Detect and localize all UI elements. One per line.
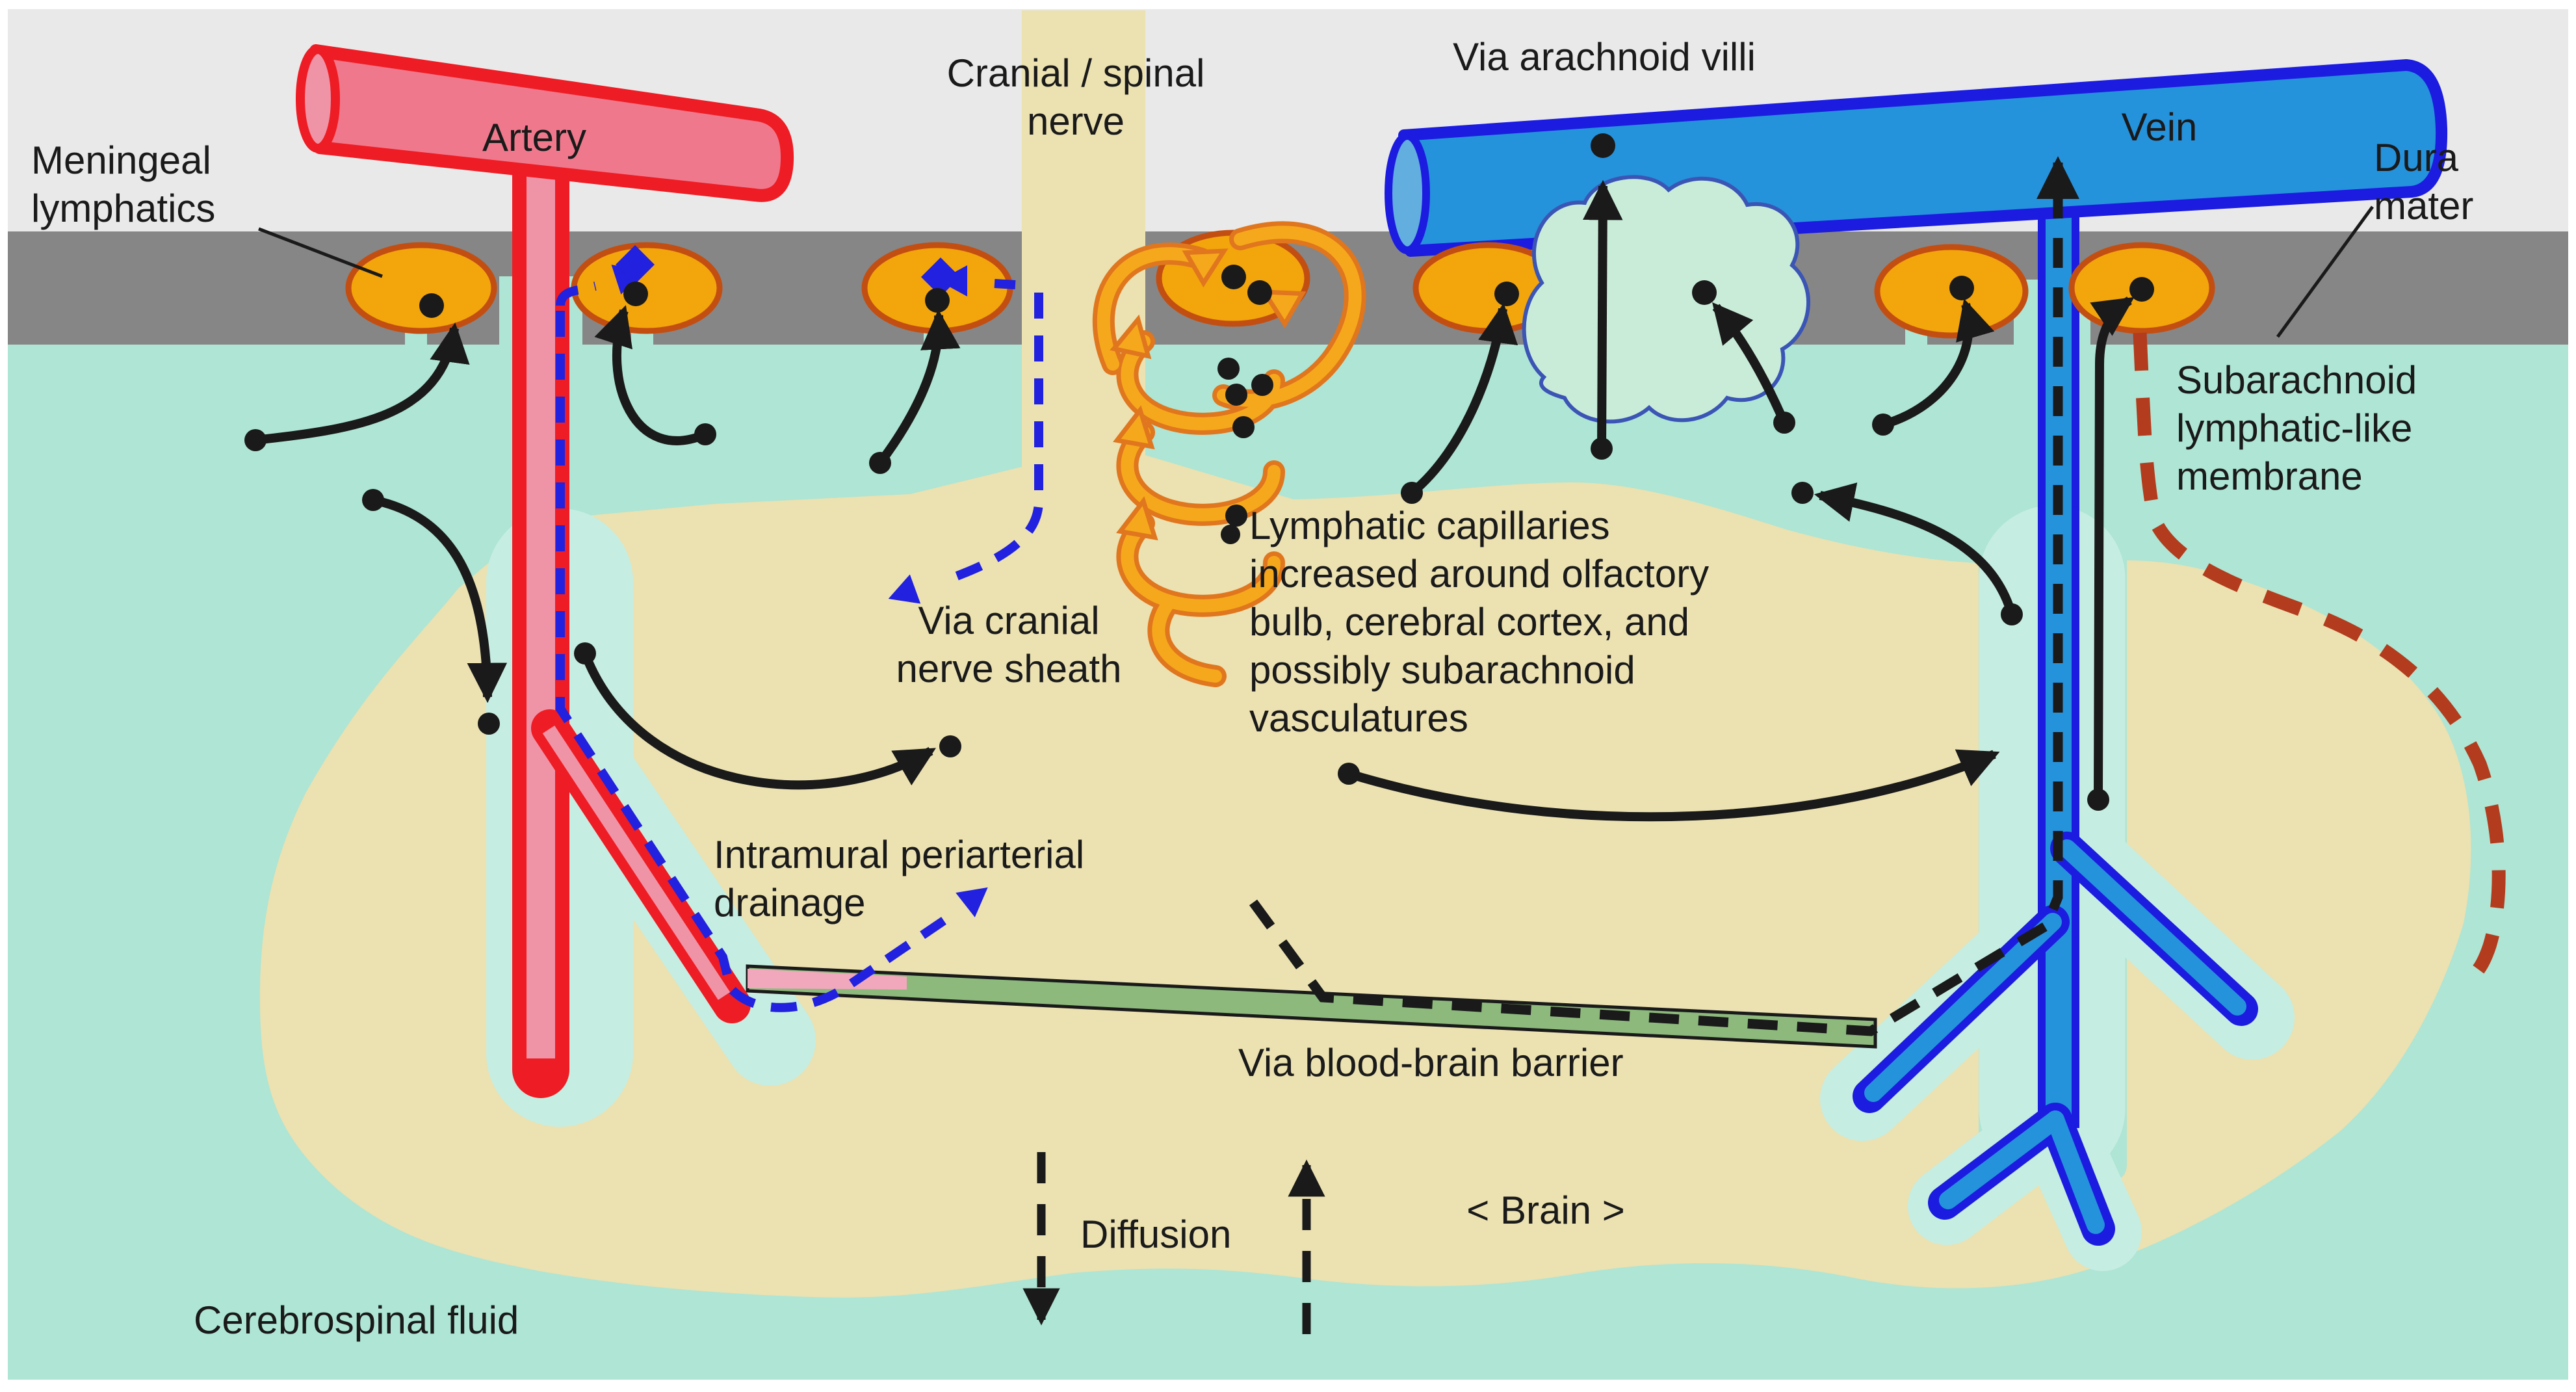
artery-tube [309,44,794,202]
label-slym: Subarachnoid lymphatic-like membrane [2176,358,2417,498]
label-meningeal-lymphatics: Meningeal lymphatics [31,138,216,230]
swirl-arrowheads [1110,248,1307,541]
artery-open-end [296,45,340,153]
label-lymphatic-capillaries: Lymphatic capillaries increased around o… [1249,504,1710,740]
label-vein: Vein [2121,105,2198,149]
blue-diamond [921,257,960,296]
periarterial-route-heads [611,245,988,917]
slym-membrane-dashed [2133,332,2506,986]
label-diffusion: Diffusion [1080,1213,1232,1256]
label-artery: Artery [482,116,587,159]
blue-diamond [616,245,655,284]
arachnoid-villi-cloud [1522,175,1811,424]
cranial-nerve-route-heads [888,257,967,604]
label-via-arachnoid-villi: Via arachnoid villi [1453,35,1756,79]
label-brain: < Brain > [1466,1188,1625,1232]
csf-tracer-dots [244,133,2154,811]
label-via-cranial-nerve: Via cranial nerve sheath [896,599,1122,690]
cranial-nerve-route [955,279,1043,581]
artery-vessel [296,44,794,1098]
label-cerebrospinal-fluid: Cerebrospinal fluid [194,1298,519,1342]
blood-brain-barrier-wedge [746,964,1877,1049]
label-intramural: Intramural periarterial drainage [714,833,1085,925]
label-pointers [258,205,2374,338]
meningeal-pointer [258,227,383,278]
blue-arrowhead [956,887,988,917]
periarterial-route [556,282,946,1012]
vein-open-end [1385,132,1430,254]
diffusion-arrows [1022,1152,1325,1334]
label-blood-brain-barrier: Via blood-brain barrier [1238,1041,1624,1084]
villi-arrow [1582,179,1623,449]
blue-arrowhead [888,574,921,604]
dura-pointer [2276,205,2374,338]
tracer-arrows [255,179,2135,822]
label-dura-mater: Dura mater [2374,136,2474,228]
venous-route-dashed [1249,156,2080,1036]
label-cranial-spinal-nerve: Cranial / spinal nerve [946,51,1205,143]
lymphatic-capillary-swirls [1092,221,1366,687]
lymphatic-vessel [345,242,497,334]
